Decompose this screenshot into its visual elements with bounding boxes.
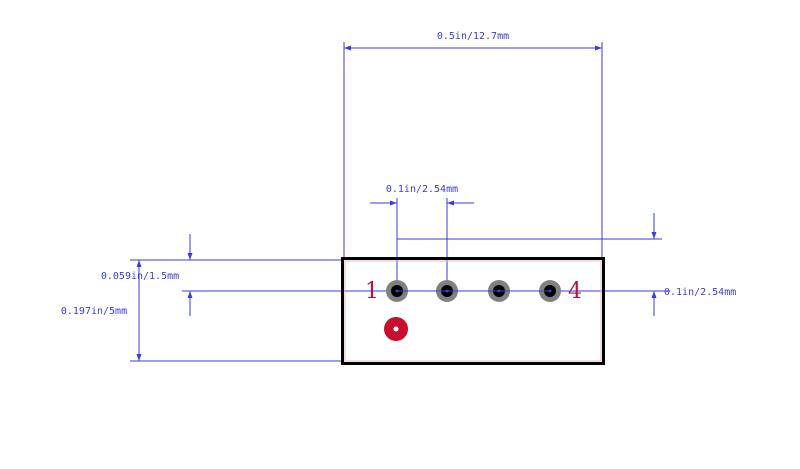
dimension-row-offset-top: 0.059in/1.5mm xyxy=(101,234,670,316)
dimension-total-width-label: 0.5in/12.7mm xyxy=(437,31,509,42)
dimension-row-to-ref: 0.1in/2.54mm xyxy=(397,213,736,316)
dimension-pin-pitch-label: 0.1in/2.54mm xyxy=(386,184,458,195)
dimension-pin-pitch: 0.1in/2.54mm xyxy=(370,184,474,290)
dimension-row-offset-top-label: 0.059in/1.5mm xyxy=(101,271,179,282)
dimension-body-height: 0.197in/5mm xyxy=(61,260,343,362)
pin-4-label: 4 xyxy=(568,279,582,304)
pin-1-label: 1 xyxy=(365,279,379,304)
pin-1-marker-icon xyxy=(384,317,408,341)
package-outline xyxy=(341,257,605,365)
dimension-total-width: 0.5in/12.7mm xyxy=(343,31,603,258)
dimension-row-to-ref-label: 0.1in/2.54mm xyxy=(664,287,736,298)
dimension-body-height-label: 0.197in/5mm xyxy=(61,306,127,317)
